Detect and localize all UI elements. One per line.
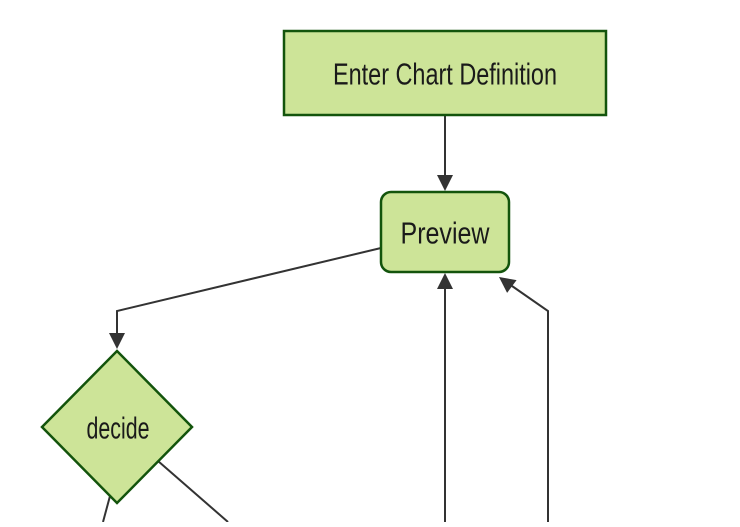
edge-definition-to-preview <box>437 115 453 191</box>
node-rect-preview <box>379 190 511 274</box>
node-diamond-decide <box>40 349 194 505</box>
node-rect-enter-chart-definition <box>282 29 608 117</box>
node-label-decide: decide <box>87 411 150 446</box>
arrowhead-down-icon <box>437 175 453 191</box>
edge-line-preview-to-decide <box>116 247 382 334</box>
edge-line-decide-down-right <box>157 460 229 523</box>
arrowhead-up-left-icon <box>499 277 517 293</box>
edge-line-bottom-right-to-preview <box>511 285 549 522</box>
node-label-enter-chart-definition: Enter Chart Definition <box>333 57 557 92</box>
edge-bottom-to-preview <box>437 273 453 522</box>
node-preview: Preview <box>379 190 511 274</box>
edge-preview-to-decide <box>109 247 382 349</box>
edge-bottom-right-to-preview <box>499 277 549 522</box>
edge-decide-down-right <box>157 460 229 523</box>
arrowhead-down-icon <box>109 333 125 349</box>
node-decide: decide <box>40 349 194 505</box>
arrowhead-up-icon <box>437 273 453 289</box>
edge-decide-down-left <box>102 495 111 523</box>
node-label-preview: Preview <box>401 216 490 251</box>
node-enter-chart-definition: Enter Chart Definition <box>282 29 608 117</box>
edge-line-decide-down-left <box>102 495 111 523</box>
